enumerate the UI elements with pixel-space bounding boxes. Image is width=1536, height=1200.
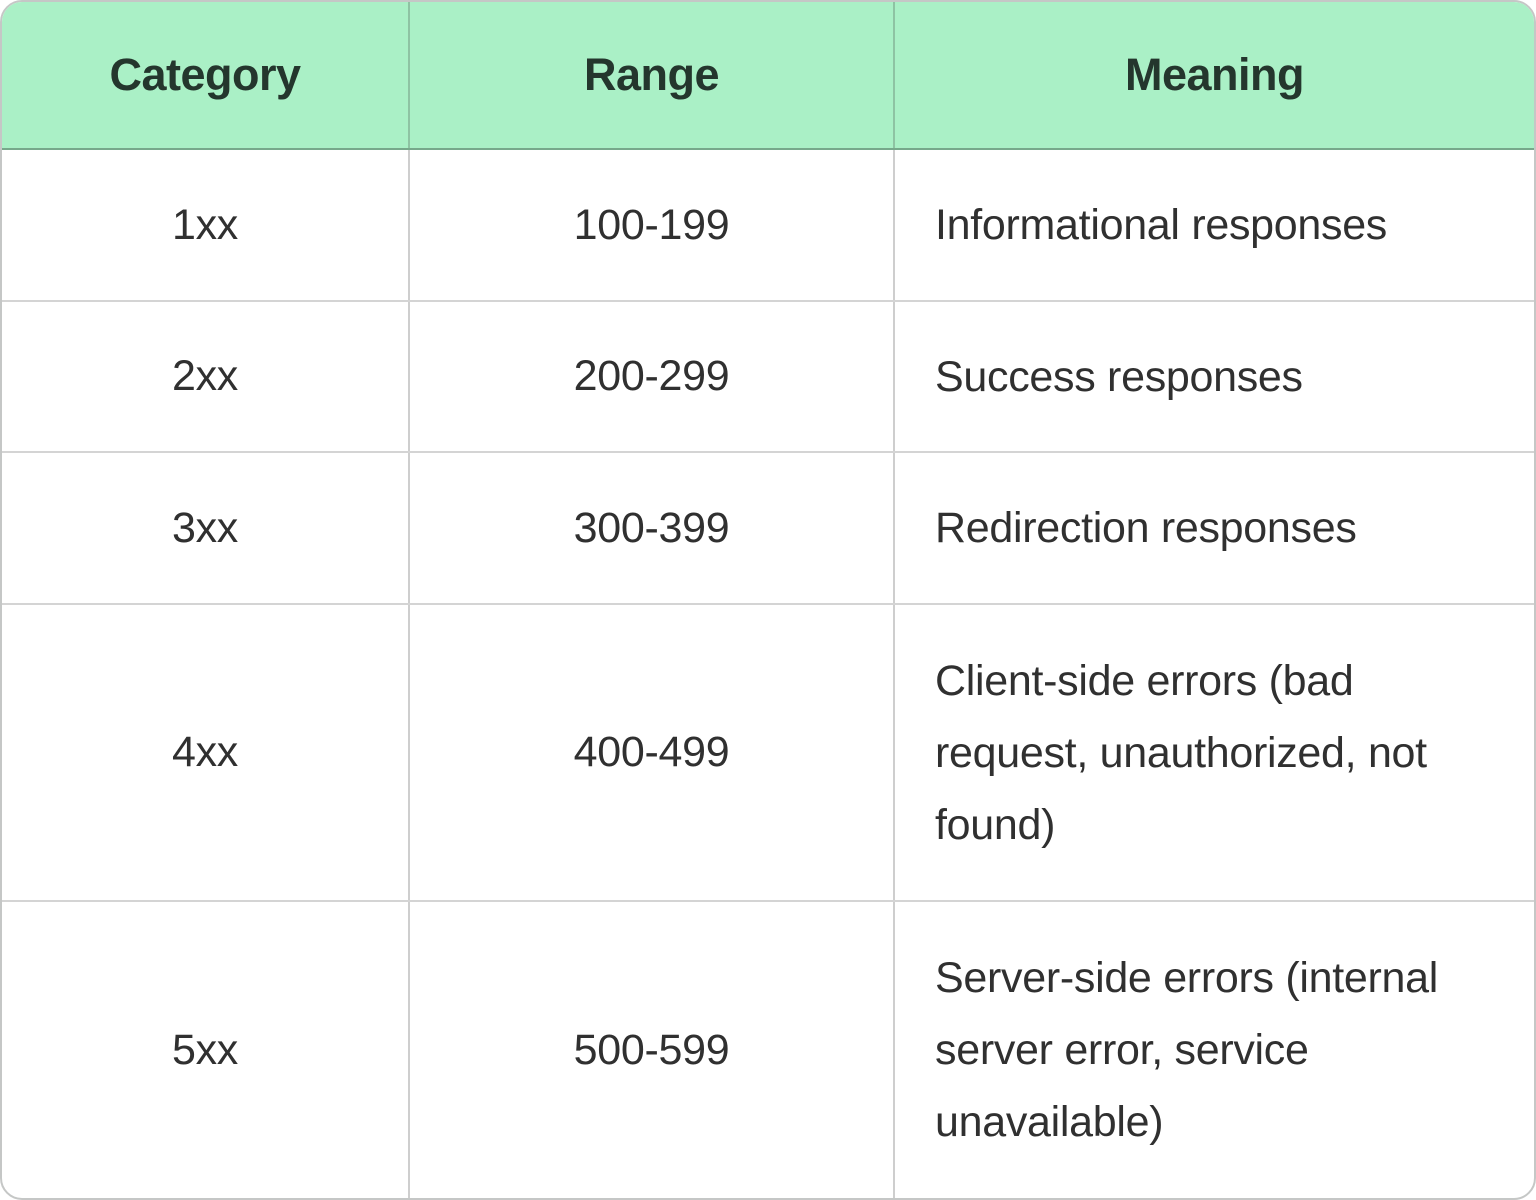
cell-range: 100-199 (410, 150, 895, 300)
range-value: 500-599 (573, 1025, 730, 1074)
range-value: 400-499 (573, 728, 730, 776)
table-header-row: Category Range Meaning (2, 2, 1534, 150)
cell-category: 4xx (2, 605, 410, 900)
category-value: 5xx (171, 1025, 238, 1074)
cell-range: 300-399 (410, 453, 895, 603)
meaning-value: Server-side errors (internal server erro… (935, 954, 1438, 1146)
cell-meaning: Informational responses (895, 150, 1534, 300)
cell-range: 200-299 (410, 302, 895, 451)
cell-meaning: Success responses (895, 302, 1534, 451)
meaning-value: Redirection responses (935, 504, 1357, 552)
category-value: 3xx (171, 503, 238, 552)
meaning-value: Informational responses (935, 201, 1388, 249)
meaning-value: Success responses (935, 352, 1303, 401)
header-cell-range: Range (410, 2, 895, 148)
cell-category: 2xx (2, 302, 410, 451)
table-row-3xx: 3xx 300-399 Redirection responses (2, 453, 1534, 605)
table-row-5xx: 5xx 500-599 Server-side errors (internal… (2, 902, 1534, 1198)
table-row-1xx: 1xx 100-199 Informational responses (2, 150, 1534, 302)
cell-range: 500-599 (410, 902, 895, 1198)
header-label-category: Category (109, 49, 301, 100)
category-value: 1xx (171, 200, 238, 249)
range-value: 300-399 (573, 503, 730, 552)
range-value: 200-299 (573, 352, 730, 400)
header-label-range: Range (583, 49, 720, 100)
cell-category: 3xx (2, 453, 410, 603)
table-row-2xx: 2xx 200-299 Success responses (2, 302, 1534, 453)
cell-meaning: Client-side errors (bad request, unautho… (895, 605, 1534, 900)
range-value: 100-199 (573, 200, 730, 249)
header-cell-category: Category (2, 2, 410, 148)
header-cell-meaning: Meaning (895, 2, 1534, 148)
cell-meaning: Redirection responses (895, 453, 1534, 603)
cell-range: 400-499 (410, 605, 895, 900)
cell-category: 1xx (2, 150, 410, 300)
cell-meaning: Server-side errors (internal server erro… (895, 902, 1534, 1198)
table-row-4xx: 4xx 400-499 Client-side errors (bad requ… (2, 605, 1534, 902)
meaning-value: Client-side errors (bad request, unautho… (935, 656, 1427, 849)
cell-category: 5xx (2, 902, 410, 1198)
category-value: 2xx (171, 352, 238, 400)
category-value: 4xx (171, 728, 238, 776)
header-label-meaning: Meaning (1124, 49, 1305, 100)
